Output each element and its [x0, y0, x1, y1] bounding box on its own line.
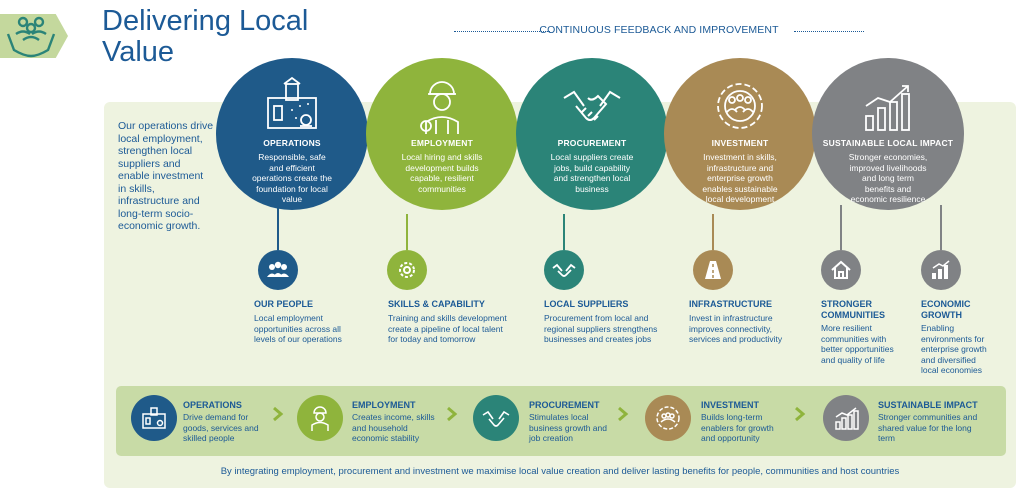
bar-growth-icon — [932, 260, 950, 279]
flow-desc: Creates income, skills and household eco… — [352, 412, 435, 443]
mine-site-icon — [142, 407, 166, 429]
flow-circle-operations — [131, 395, 177, 441]
flow-circle-employment — [297, 395, 343, 441]
outcome-title: STRONGER COMMUNITIES — [821, 299, 885, 320]
pillar-operations: OPERATIONS Responsible, safe and efficie… — [216, 58, 368, 210]
pillar-impact: SUSTAINABLE LOCAL IMPACT Stronger econom… — [812, 58, 964, 210]
community-hands-icon — [6, 16, 56, 58]
pillar-title: OPERATIONS — [263, 138, 321, 148]
pillar-title: EMPLOYMENT — [411, 138, 473, 148]
flow-circle-procurement — [473, 395, 519, 441]
outcome-desc: More resilient communities with better o… — [821, 323, 894, 365]
growth-chart-icon — [835, 407, 859, 430]
people-icon — [267, 261, 289, 277]
outcome-title: INFRASTRUCTURE — [689, 299, 772, 309]
stem-employment — [406, 214, 408, 250]
outcome-title: LOCAL SUPPLIERS — [544, 299, 629, 309]
chevron-right-icon — [447, 406, 458, 422]
pillar-employment: EMPLOYMENT Local hiring and skills devel… — [366, 58, 518, 210]
outcome-title: OUR PEOPLE — [254, 299, 314, 309]
house-icon — [831, 260, 851, 279]
chevron-right-icon — [618, 406, 629, 422]
outcome-title: ECONOMIC GROWTH — [921, 299, 971, 320]
stem-procurement — [563, 214, 565, 250]
handshake-icon — [482, 410, 510, 427]
flow-title: PROCUREMENT — [529, 400, 600, 410]
chevron-right-icon — [795, 406, 806, 422]
handshake-icon — [563, 90, 621, 121]
flow-desc: Stimulates local business growth and job… — [529, 412, 607, 443]
pillar-desc: Local hiring and skills development buil… — [401, 152, 483, 194]
outcome-desc: Procurement from local and regional supp… — [544, 313, 658, 344]
outcome-title: SKILLS & CAPABILITY — [388, 299, 485, 309]
flow-desc: Stronger communities and shared value fo… — [878, 412, 978, 443]
worker-icon — [311, 406, 329, 431]
outcome-desc: Training and skills development create a… — [388, 313, 507, 344]
pillar-title: PROCUREMENT — [557, 138, 627, 148]
flow-title: OPERATIONS — [183, 400, 242, 410]
outcome-desc: Enabling environments for enterprise gro… — [921, 323, 987, 375]
outcome-circle-skills — [387, 250, 427, 290]
outcome-desc: Local employment opportunities across al… — [254, 313, 342, 344]
flow-circle-impact — [823, 395, 869, 441]
page-title: Delivering Local Value — [102, 6, 362, 68]
mine-site-icon — [267, 76, 317, 129]
feedback-arrow-left — [454, 31, 550, 32]
pillar-desc: Local suppliers create jobs, build capab… — [550, 152, 634, 194]
pillar-title: SUSTAINABLE LOCAL IMPACT — [822, 138, 954, 148]
skills-gear-icon — [399, 262, 415, 278]
feedback-label: CONTINUOUS FEEDBACK AND IMPROVEMENT — [539, 24, 779, 36]
title-line-2: Value — [102, 36, 175, 68]
feedback-arrow-right — [794, 31, 864, 32]
stem-investment — [712, 214, 714, 250]
community-gear-icon — [717, 83, 763, 129]
pillar-procurement: PROCUREMENT Local suppliers create jobs,… — [516, 58, 668, 210]
flow-title: EMPLOYMENT — [352, 400, 416, 410]
chevron-right-icon — [273, 406, 284, 422]
flow-title: SUSTAINABLE IMPACT — [878, 400, 978, 410]
pillar-desc: Investment in skills, infrastructure and… — [702, 152, 778, 204]
stem-operations — [277, 200, 279, 250]
handshake-icon — [552, 263, 576, 277]
flow-desc: Builds long-term enablers for growth and… — [701, 412, 774, 443]
pillar-investment: INVESTMENT Investment in skills, infrast… — [664, 58, 816, 210]
pillar-desc: Responsible, safe and efficient operatio… — [252, 152, 332, 204]
footer-text: By integrating employment, procurement a… — [220, 466, 900, 477]
stem-impact-1 — [840, 205, 842, 250]
title-line-1: Delivering Local — [102, 5, 309, 37]
outcome-circle-infrastructure — [693, 250, 733, 290]
flow-circle-investment — [645, 395, 691, 441]
outcome-circle-suppliers — [544, 250, 584, 290]
outcome-desc: Invest in infrastructure improves connec… — [689, 313, 783, 344]
growth-chart-icon — [865, 85, 910, 131]
feedback-banner: CONTINUOUS FEEDBACK AND IMPROVEMENT — [454, 24, 864, 38]
flow-title: INVESTMENT — [701, 400, 760, 410]
outcome-circle-our-people — [258, 250, 298, 290]
worker-icon — [420, 81, 459, 134]
outcome-circle-communities — [821, 250, 861, 290]
road-icon — [705, 261, 721, 279]
intro-text: Our operations drive local employment, s… — [118, 120, 214, 232]
pillar-desc: Stronger economies, improved livelihoods… — [848, 152, 928, 204]
stem-impact-2 — [940, 205, 942, 250]
outcome-circle-growth — [921, 250, 961, 290]
community-gear-icon — [656, 406, 680, 430]
pillar-title: INVESTMENT — [711, 138, 769, 148]
flow-desc: Drive demand for goods, services and ski… — [183, 412, 259, 443]
